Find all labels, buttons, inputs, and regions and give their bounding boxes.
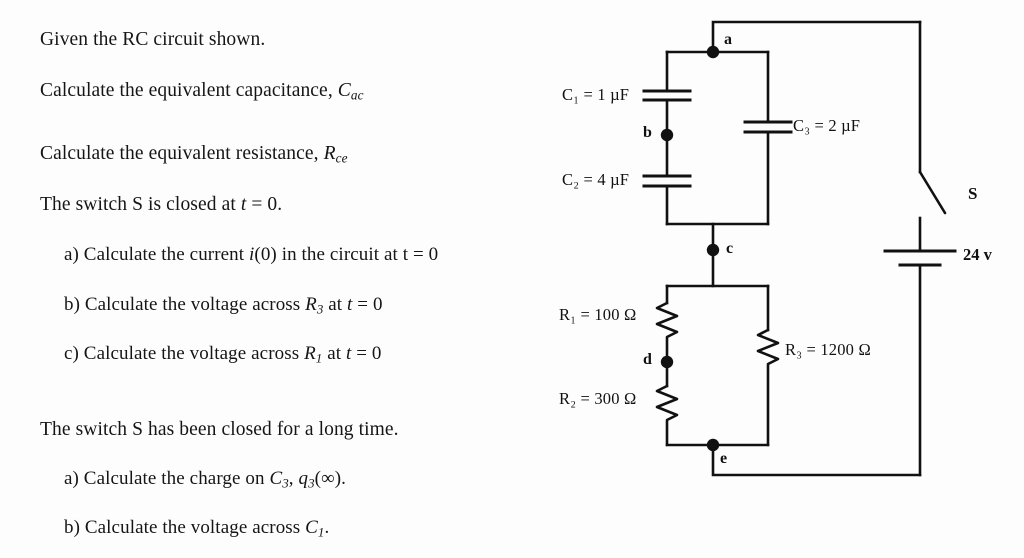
part1-item-c: c) Calculate the voltage across R1 at t …	[64, 343, 382, 366]
part1-b-suffix: = 0	[352, 294, 383, 315]
part1-b-prefix: b) Calculate the voltage across	[64, 294, 306, 315]
part2-b-suffix: .	[324, 517, 330, 538]
problem-text-column: Given the RC circuit shown. Calculate th…	[40, 28, 438, 540]
wire-bottom-rail	[711, 443, 922, 477]
node-label-b: b	[643, 124, 652, 141]
node-label-e: e	[720, 450, 728, 467]
task-resistance-text: Calculate the equivalent resistance,	[40, 143, 324, 164]
node-dot-e	[706, 438, 720, 452]
problem-intro-text: Given the RC circuit shown.	[40, 29, 266, 50]
circuit-schematic-svg	[642, 20, 957, 477]
switch-closed-prefix: The switch S is closed at	[40, 194, 241, 215]
part1-a-prefix: a) Calculate the current	[64, 244, 250, 265]
part2-b-capacitor-subscript: 1	[317, 524, 325, 540]
part1-b-resistor-symbol: R	[305, 294, 317, 315]
switch-closed-statement: The switch S is closed at t = 0.	[40, 193, 282, 216]
r2-label: R₂ = 300 Ω	[559, 389, 637, 408]
r1-zigzag	[655, 301, 679, 364]
r2-zigzag	[655, 384, 679, 447]
part1-c-middle: at	[322, 343, 346, 364]
part2-item-b: b) Calculate the voltage across C1.	[64, 517, 329, 540]
switch-blade	[918, 170, 947, 215]
part1-c-prefix: c) Calculate the voltage across	[64, 343, 305, 364]
part1-a-suffix: (0) in the circuit at t = 0	[254, 244, 439, 265]
rc-circuit-diagram: C₁ = 1 µF C₂ = 4 µF C₃ = 2 µF R₁ = 100 Ω…	[540, 0, 1024, 558]
part2-a-capacitor-symbol: C	[269, 468, 283, 489]
node-label-d: d	[643, 351, 652, 368]
part1-item-b: b) Calculate the voltage across R3 at t …	[64, 294, 383, 317]
wire-top-outer	[711, 20, 922, 54]
switch-label: S	[968, 184, 978, 203]
part1-item-a: a) Calculate the current i(0) in the cir…	[64, 244, 438, 267]
part2-a-middle: ,	[288, 468, 299, 489]
part2-b-capacitor-symbol: C	[305, 517, 318, 538]
task-capacitance-text: Calculate the equivalent capacitance,	[40, 80, 338, 101]
resistance-symbol: R	[323, 143, 336, 164]
c1-label: C₁ = 1 µF	[562, 85, 630, 104]
resistance-subscript: ce	[335, 150, 348, 166]
part2-item-a: a) Calculate the charge on C3, q3(∞).	[64, 468, 346, 491]
part1-b-resistor-subscript: 3	[316, 301, 324, 317]
current-symbol: i	[249, 244, 255, 265]
part2-a-capacitor-subscript: 3	[282, 475, 289, 491]
part1-c-suffix: = 0	[351, 343, 382, 364]
part1-c-resistor-symbol: R	[304, 343, 316, 364]
part2-a-prefix: a) Calculate the charge on	[64, 468, 270, 489]
switch-closed-suffix: = 0.	[246, 194, 283, 215]
charge-symbol: q	[298, 468, 309, 489]
long-time-text: The switch S has been closed for a long …	[40, 419, 399, 440]
part1-c-time-symbol: t	[345, 343, 352, 364]
part1-b-middle: at	[323, 294, 348, 315]
charge-subscript: 3	[308, 475, 315, 491]
task-equivalent-capacitance: Calculate the equivalent capacitance, Ca…	[40, 79, 364, 104]
node-label-c: c	[726, 240, 734, 257]
long-time-statement: The switch S has been closed for a long …	[40, 418, 399, 441]
node-dot-c	[706, 243, 720, 257]
r3-label: R₃ = 1200 Ω	[785, 340, 871, 359]
task-equivalent-resistance: Calculate the equivalent resistance, Rce	[40, 142, 348, 167]
battery-voltage-label: 24 v	[963, 245, 992, 264]
node-label-a: a	[724, 31, 732, 48]
node-dot-d	[660, 355, 674, 369]
problem-intro: Given the RC circuit shown.	[40, 28, 265, 51]
part2-b-prefix: b) Calculate the voltage across	[64, 517, 306, 538]
part2-a-suffix: (∞).	[314, 468, 347, 489]
part1-c-resistor-subscript: 1	[315, 350, 323, 366]
r1-label: R₁ = 100 Ω	[559, 305, 637, 324]
r3-zigzag	[756, 328, 780, 447]
time-symbol: t	[240, 194, 247, 215]
c2-label: C₂ = 4 µF	[562, 170, 630, 189]
capacitance-subscript: ac	[350, 87, 364, 103]
node-dot-b	[660, 128, 674, 142]
node-dot-a	[706, 45, 720, 59]
c3-label: C₃ = 2 µF	[793, 116, 861, 135]
capacitance-symbol: C	[337, 80, 351, 101]
part1-b-time-symbol: t	[347, 294, 353, 315]
